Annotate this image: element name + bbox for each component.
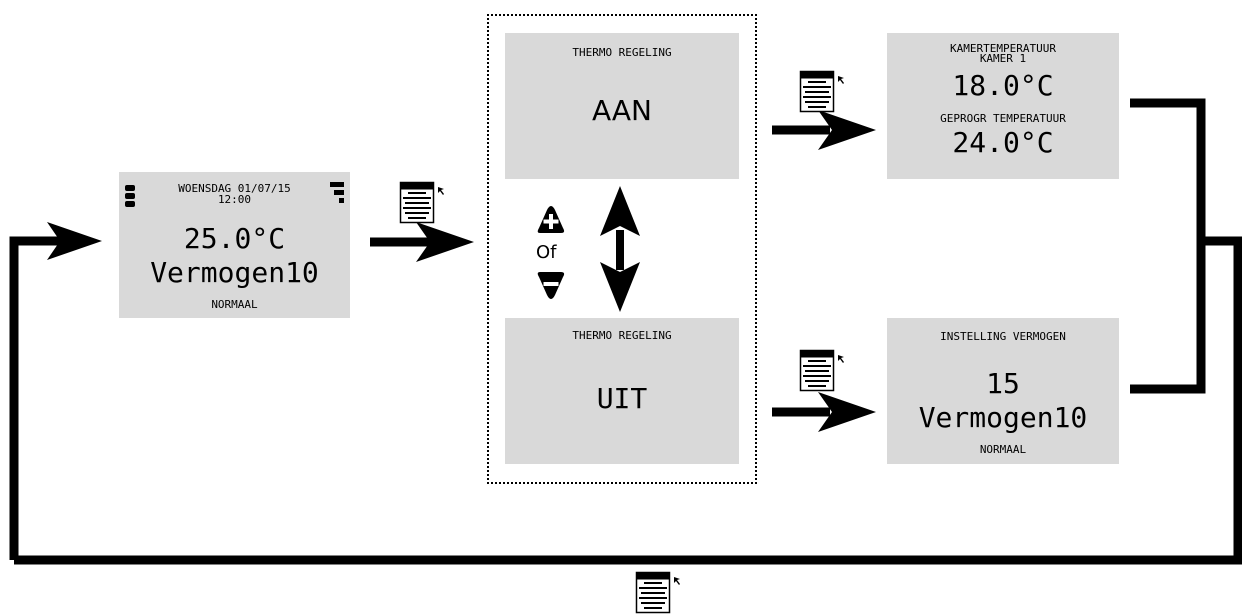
power-setting-mode: Vermogen10 (918, 401, 1088, 434)
power-mode-label: Vermogen10 (150, 256, 319, 289)
minus-button-icon (537, 272, 565, 299)
double-arrow-up-head (600, 186, 640, 236)
bottom-return-line (14, 236, 1242, 565)
thermo-on-title: THERMO REGELING (572, 46, 672, 59)
home-screen: WOENSDAG 01/07/15 12:00 25.0°C Vermogen1… (119, 172, 350, 318)
status-label: NORMAAL (211, 298, 258, 311)
power-setting-screen: INSTELLING VERMOGEN 15 Vermogen10 NORMAA… (887, 318, 1119, 464)
arrowhead-into-home (47, 222, 102, 260)
room-name-label: KAMER 1 (979, 52, 1027, 65)
thermo-off-value: UIT (596, 382, 648, 415)
thermo-off-title: THERMO REGELING (572, 329, 672, 342)
date-label: WOENSDAG 01/07/15 (178, 182, 291, 195)
thermo-toggle-group (487, 14, 757, 484)
double-arrow-down-head (600, 262, 640, 312)
thermo-on-value: AAN (591, 94, 653, 127)
time-label: 12:00 (217, 193, 252, 206)
arrow-aan-to-roomtemp-head (818, 110, 876, 150)
return-loop-line (9, 236, 65, 560)
programmed-temp-readout: 24.0°C (952, 126, 1054, 159)
menu-button-icon (399, 181, 445, 224)
or-label: Of (536, 242, 557, 263)
thermo-on-screen: THERMO REGELING AAN (505, 33, 739, 179)
programmed-temp-label: GEPROGR TEMPERATUUR (940, 112, 1066, 125)
thermo-off-screen: THERMO REGELING UIT (505, 318, 739, 464)
temperature-readout: 25.0°C (183, 222, 286, 255)
menu-button-icon (799, 70, 845, 113)
right-bracket-line (1130, 98, 1206, 394)
power-setting-value: 15 (986, 367, 1020, 400)
arrow-uit-to-power-head (818, 392, 876, 432)
menu-button-icon (799, 349, 845, 392)
power-setting-status: NORMAAL (979, 443, 1027, 456)
arrow-home-to-thermo-head (416, 222, 474, 262)
room-temp-title: KAMERTEMPERATUUR (950, 42, 1056, 55)
plus-button-icon (537, 206, 565, 233)
room-temp-readout: 18.0°C (952, 69, 1054, 102)
power-setting-title: INSTELLING VERMOGEN (940, 330, 1066, 343)
signal-bars-icon (330, 182, 346, 206)
menu-button-icon (635, 571, 681, 614)
room-temperature-screen: KAMERTEMPERATUUR KAMER 1 18.0°C GEPROGR … (887, 33, 1119, 179)
battery-icon (125, 185, 135, 211)
